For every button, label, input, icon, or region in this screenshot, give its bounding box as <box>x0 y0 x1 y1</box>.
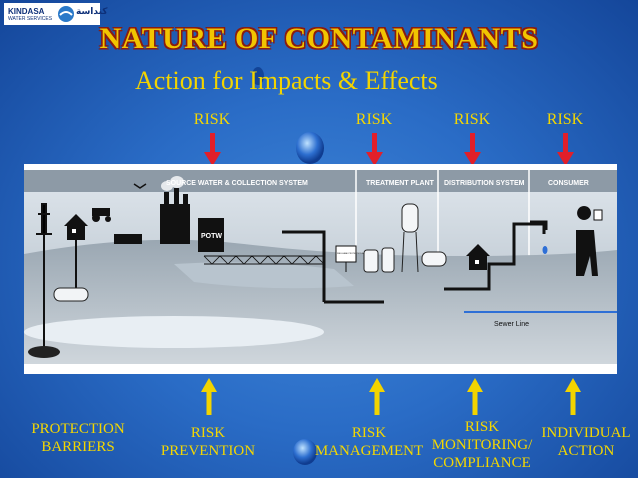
label-prevention-line1: RISK <box>190 425 226 441</box>
risk-arrow-3 <box>464 133 481 166</box>
risk-arrow-2 <box>366 133 383 166</box>
treatment-tank-3 <box>421 251 447 267</box>
risk-label-1: RISK <box>193 111 231 128</box>
septic-tank <box>53 287 89 302</box>
label-protection-line2: BARRIERS <box>41 439 115 455</box>
label-risk-prevention: RISK PREVENTION <box>158 424 258 460</box>
aquifer <box>24 316 324 348</box>
section-treatment-plant: TREATMENT PLANT <box>366 180 435 187</box>
label-individual-line2: ACTION <box>557 443 615 459</box>
sewer-label: Sewer Line <box>494 321 529 328</box>
risk-arrow-4 <box>557 133 574 166</box>
section-consumer: CONSUMER <box>548 180 589 187</box>
wellhead-sign-label: WELLHEAD PROTECTION AREA <box>337 252 368 255</box>
distribution-house <box>466 244 490 256</box>
faucet-drop <box>542 246 548 254</box>
potw-building <box>198 218 224 252</box>
section-source-water: SOURCE WATER & COLLECTION SYSTEM <box>166 180 308 187</box>
risk-arrow-1 <box>204 133 221 166</box>
label-management-line2: MANAGEMENT <box>314 443 424 459</box>
cow <box>110 230 142 244</box>
label-risk-monitoring: RISK MONITORING/ COMPLIANCE <box>430 418 534 472</box>
section-distribution: DISTRIBUTION SYSTEM <box>444 180 525 187</box>
consumer-figure <box>576 206 598 276</box>
logo-name: KINDASA <box>8 7 45 16</box>
house <box>64 214 88 226</box>
label-management-line1: RISK <box>351 425 387 441</box>
drop-bottom <box>293 439 317 465</box>
label-protection-line1: PROTECTION <box>31 421 125 437</box>
potw-label: POTW <box>201 233 222 240</box>
up-arrow-monitoring <box>467 378 483 415</box>
bird <box>133 183 147 189</box>
drop-top <box>252 67 264 85</box>
logo-subtitle: WATER SERVICES <box>8 16 53 22</box>
risk-label-2: RISK <box>355 111 393 128</box>
fence <box>204 255 324 265</box>
page-title: NATURE OF CONTAMINANTS <box>99 22 539 55</box>
logo-arabic: كنداسة <box>76 7 108 17</box>
label-monitoring-line3: COMPLIANCE <box>433 455 531 471</box>
treatment-tank-1 <box>363 249 379 273</box>
label-prevention-line2: PREVENTION <box>160 443 256 459</box>
river <box>174 262 354 289</box>
drop-mid <box>296 132 324 164</box>
page-subtitle: Action for Impacts & Effects <box>135 66 438 95</box>
company-logo: KINDASA WATER SERVICES كنداسة <box>4 3 108 25</box>
up-arrow-individual <box>565 378 581 415</box>
label-monitoring-line1: RISK <box>464 419 500 435</box>
water-system-diagram: POTW WELLHEAD PROTECTION AREA SOURCE WAT… <box>24 164 617 374</box>
tractor <box>92 208 110 216</box>
label-individual-action: INDIVIDUAL ACTION <box>538 424 634 460</box>
up-arrow-management <box>369 378 385 415</box>
faucet <box>530 220 548 230</box>
label-protection-barriers: PROTECTION BARRIERS <box>28 420 128 456</box>
label-risk-management: RISK MANAGEMENT <box>314 424 424 460</box>
up-arrow-prevention <box>201 378 217 415</box>
treatment-tank-2 <box>381 247 395 273</box>
label-individual-line1: INDIVIDUAL <box>541 425 631 441</box>
factory <box>160 204 190 244</box>
water-tower <box>401 203 419 233</box>
risk-label-4: RISK <box>546 111 584 128</box>
risk-label-3: RISK <box>453 111 491 128</box>
label-monitoring-line2: MONITORING/ <box>431 437 533 453</box>
